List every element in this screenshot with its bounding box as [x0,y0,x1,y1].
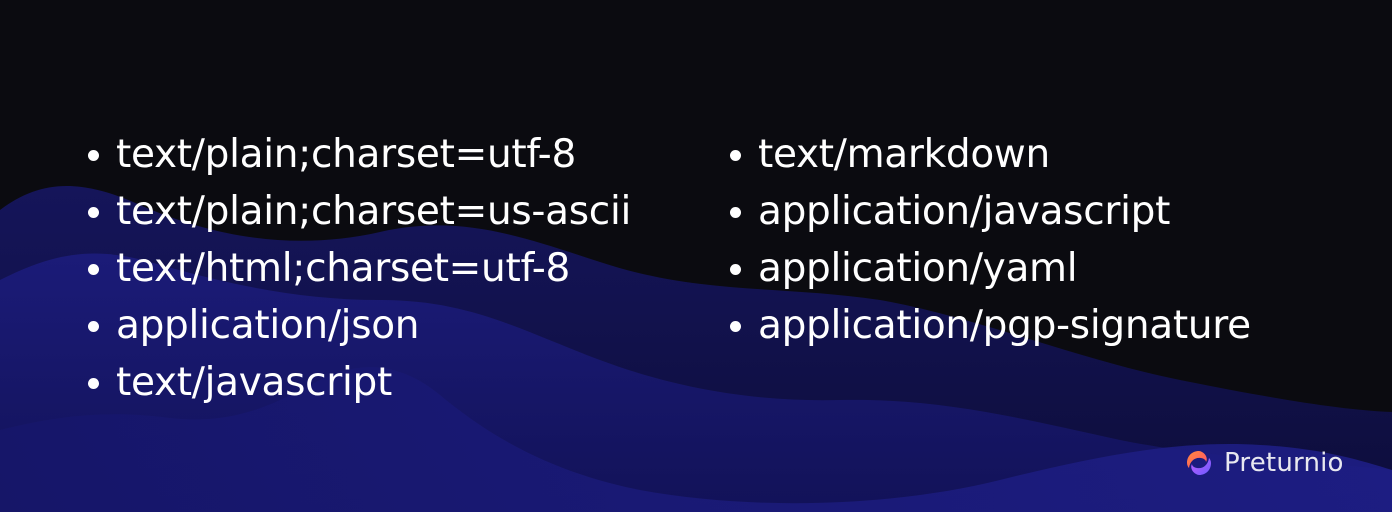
list-item-text: application/json [116,303,420,348]
list-item-text: application/yaml [758,246,1078,291]
list-item-text: application/javascript [758,189,1171,234]
mime-types-list-right: text/markdown application/javascript app… [728,130,1251,358]
list-item: text/plain;charset=utf-8 [86,130,631,187]
bullet-icon [730,264,741,275]
mime-types-list-left: text/plain;charset=utf-8 text/plain;char… [86,130,631,415]
bullet-icon [88,207,99,218]
list-item: text/html;charset=utf-8 [86,244,631,301]
list-item-text: text/plain;charset=us-ascii [116,189,632,234]
brand-name: Preturnio [1224,448,1344,478]
list-item: text/markdown [728,130,1251,187]
wave-front [0,367,1392,512]
list-item: application/json [86,301,631,358]
list-item-text: text/javascript [116,360,393,405]
bullet-icon [88,264,99,275]
list-item-text: text/markdown [758,132,1050,177]
list-item-text: text/html;charset=utf-8 [116,246,571,291]
bullet-icon [730,207,741,218]
list-item: application/yaml [728,244,1251,301]
bullet-icon [730,150,741,161]
bullet-icon [88,378,99,389]
brand-watermark: Preturnio [1184,444,1344,482]
bullet-icon [88,150,99,161]
bullet-icon [88,321,99,332]
list-item: application/pgp-signature [728,301,1251,358]
bullet-icon [730,321,741,332]
list-item-text: application/pgp-signature [758,303,1251,348]
list-item: text/plain;charset=us-ascii [86,187,631,244]
list-item: text/javascript [86,358,631,415]
list-item-text: text/plain;charset=utf-8 [116,132,576,177]
list-item: application/javascript [728,187,1251,244]
preturnio-swirl-icon [1187,451,1211,475]
